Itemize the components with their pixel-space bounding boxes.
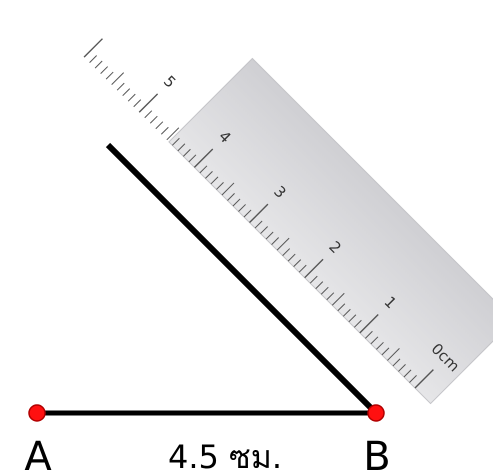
ruler-tick bbox=[359, 313, 379, 334]
ruler-tick bbox=[166, 127, 180, 141]
point-b[interactable] bbox=[367, 404, 385, 422]
ruler-tick bbox=[133, 99, 142, 108]
ruler-tick bbox=[326, 292, 335, 301]
ruler-tick bbox=[177, 143, 186, 152]
ruler-tick bbox=[414, 369, 434, 389]
point-a[interactable] bbox=[28, 404, 46, 422]
ruler-tick bbox=[182, 148, 191, 157]
ruler-tick bbox=[238, 204, 246, 212]
ruler-body bbox=[168, 57, 493, 405]
ruler-tick bbox=[155, 121, 164, 130]
ruler-tick bbox=[144, 110, 153, 119]
measured-edge-segment bbox=[105, 142, 379, 416]
ruler-tick-label-5: 5 bbox=[160, 72, 179, 91]
ruler-tick bbox=[293, 259, 302, 268]
ruler-tick bbox=[342, 308, 351, 317]
ruler-tick bbox=[337, 303, 346, 312]
ruler-tick bbox=[365, 330, 373, 339]
ruler-tick bbox=[127, 93, 136, 102]
ruler-tick bbox=[260, 226, 268, 234]
ruler-tick bbox=[111, 72, 125, 86]
ruler-tick bbox=[282, 248, 291, 256]
ruler-tick bbox=[94, 60, 103, 69]
ruler-tick bbox=[171, 137, 180, 146]
ruler-tick bbox=[160, 126, 169, 135]
ruler-tick bbox=[287, 253, 296, 262]
ruler-tick bbox=[304, 258, 324, 279]
ruler-ticks bbox=[83, 38, 434, 389]
ruler-tick bbox=[348, 314, 357, 323]
ruler-tick bbox=[105, 71, 114, 80]
ruler-tick bbox=[381, 347, 390, 356]
ruler[interactable]: 0cm 1 2 3 4 5 bbox=[83, 0, 493, 405]
ruler-tick bbox=[138, 93, 159, 113]
ruler-tick bbox=[398, 364, 406, 372]
point-b-label: B bbox=[363, 434, 390, 475]
ruler-tick bbox=[353, 319, 362, 328]
ruler-tick bbox=[89, 55, 98, 63]
ruler-tick bbox=[116, 82, 125, 91]
ruler-tick bbox=[309, 275, 318, 284]
ruler-tick bbox=[376, 341, 384, 350]
segment-length-label: 4.5 ซม. bbox=[168, 438, 282, 475]
ruler-tick bbox=[232, 198, 241, 207]
ruler-tick bbox=[298, 264, 307, 273]
ruler-tick bbox=[205, 170, 213, 179]
ruler-tick bbox=[100, 66, 109, 74]
ruler-tick bbox=[210, 176, 219, 185]
ruler-tick bbox=[188, 154, 197, 163]
ruler-tick bbox=[387, 348, 400, 361]
ruler-tick bbox=[409, 375, 417, 383]
ruler-tick bbox=[83, 38, 103, 58]
ruler-tick bbox=[254, 220, 263, 229]
ruler-tick bbox=[199, 165, 208, 174]
ruler-tick bbox=[216, 182, 224, 190]
ruler-tick bbox=[276, 237, 290, 251]
ruler-tick bbox=[370, 336, 379, 345]
ruler-tick bbox=[193, 148, 214, 168]
ruler-tick bbox=[271, 237, 280, 245]
ruler-tick bbox=[249, 203, 269, 224]
ruler-tick bbox=[315, 281, 324, 290]
ruler-tick bbox=[227, 193, 235, 201]
ruler-tick bbox=[265, 231, 274, 240]
ruler-tick bbox=[331, 292, 345, 306]
ruler-tick bbox=[243, 209, 252, 218]
point-a-label: A bbox=[24, 434, 52, 475]
ruler-tick bbox=[149, 115, 158, 124]
ruler-tick bbox=[122, 88, 131, 97]
ruler-tick bbox=[403, 369, 412, 378]
ruler-tick bbox=[221, 182, 235, 196]
ruler-tick bbox=[392, 358, 401, 367]
ruler-tick bbox=[320, 286, 329, 295]
